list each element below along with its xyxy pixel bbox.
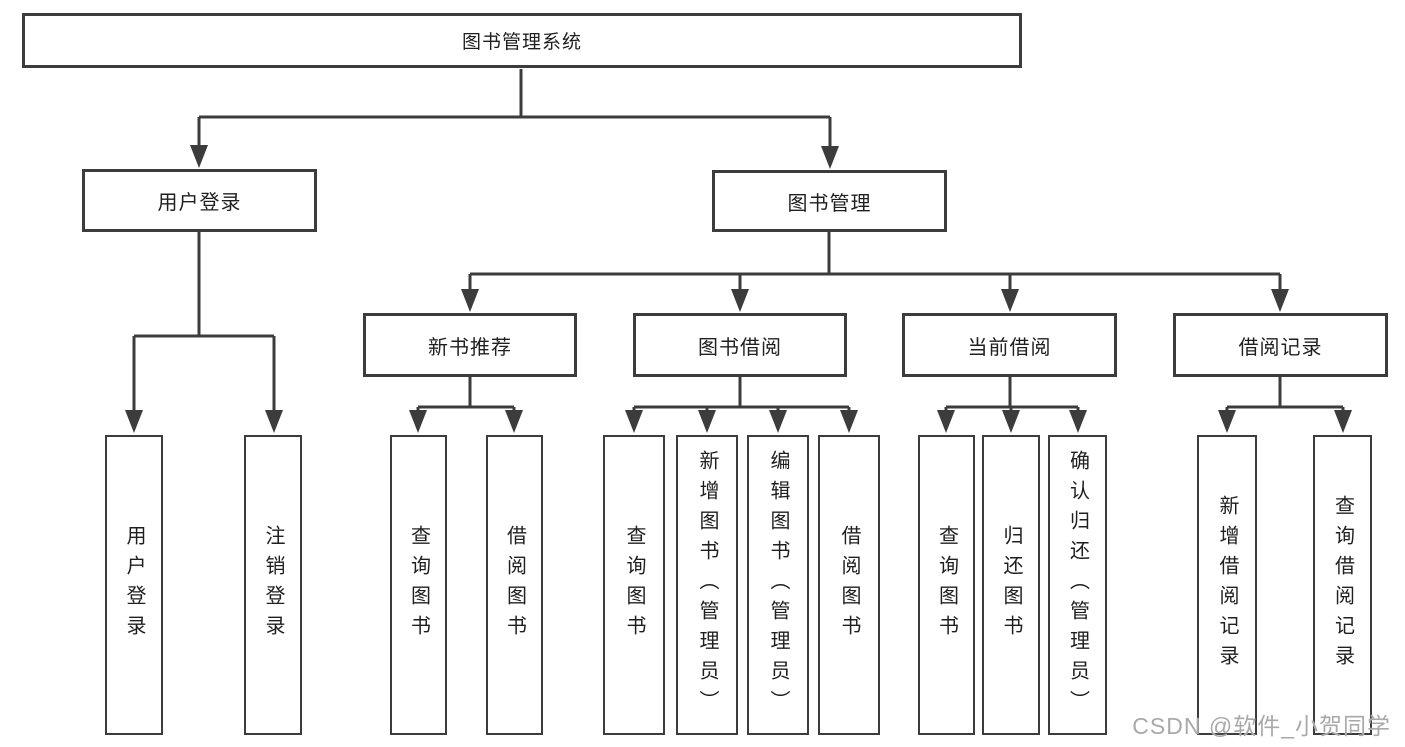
node-label: 查询图书 xyxy=(407,525,430,645)
node-borrowing-records: 借阅记录 xyxy=(1173,313,1388,377)
node-label: 查询图书 xyxy=(935,525,958,645)
leaf-cb-query-books: 查询图书 xyxy=(918,435,975,735)
node-label: 当前借阅 xyxy=(967,336,1052,359)
node-label: 新增图书（管理员） xyxy=(696,450,718,720)
node-label: 图书管理 xyxy=(787,192,872,215)
leaf-br-query-record: 查询借阅记录 xyxy=(1313,435,1372,735)
node-label: 查询图书 xyxy=(623,525,645,645)
leaf-bb-query-books: 查询图书 xyxy=(603,435,665,735)
leaf-br-add-record: 新增借阅记录 xyxy=(1197,435,1257,735)
node-label: 注销登录 xyxy=(262,525,284,645)
node-label: 图书借阅 xyxy=(698,336,782,359)
node-label: 确认归还（管理员） xyxy=(1066,450,1089,720)
node-label: 归还图书 xyxy=(1000,525,1022,645)
node-label: 借阅图书 xyxy=(838,525,860,645)
node-book-management-branch: 图书管理 xyxy=(712,170,947,232)
node-label: 编辑图书（管理员） xyxy=(767,450,789,720)
leaf-user-login: 用户登录 xyxy=(105,435,163,735)
leaf-cb-return-books: 归还图书 xyxy=(982,435,1040,735)
node-label: 新增借阅记录 xyxy=(1216,495,1238,675)
node-label: 新书推荐 xyxy=(428,336,512,359)
node-library-management-system: 图书管理系统 xyxy=(22,13,1022,68)
csdn-watermark: CSDN @软件_小贺同学 xyxy=(1132,713,1391,739)
leaf-bb-borrow-books: 借阅图书 xyxy=(818,435,880,735)
node-book-borrowing: 图书借阅 xyxy=(633,313,847,377)
node-label: 借阅图书 xyxy=(503,525,526,645)
leaf-rec-query-books: 查询图书 xyxy=(390,435,447,735)
leaf-rec-borrow-books: 借阅图书 xyxy=(486,435,543,735)
node-label: 借阅记录 xyxy=(1238,336,1323,359)
leaf-bb-add-books-admin: 新增图书（管理员） xyxy=(676,435,738,735)
leaf-logout: 注销登录 xyxy=(244,435,302,735)
node-label: 用户登录 xyxy=(123,525,145,645)
node-label: 查询借阅记录 xyxy=(1331,495,1354,675)
leaf-bb-edit-books-admin: 编辑图书（管理员） xyxy=(747,435,809,735)
node-label: 图书管理系统 xyxy=(461,32,582,53)
node-new-book-recommend: 新书推荐 xyxy=(363,313,577,377)
leaf-cb-confirm-return-admin: 确认归还（管理员） xyxy=(1048,435,1107,735)
node-label: 用户登录 xyxy=(157,192,242,214)
node-user-login-branch: 用户登录 xyxy=(82,169,317,232)
node-current-borrowing: 当前借阅 xyxy=(902,313,1117,377)
